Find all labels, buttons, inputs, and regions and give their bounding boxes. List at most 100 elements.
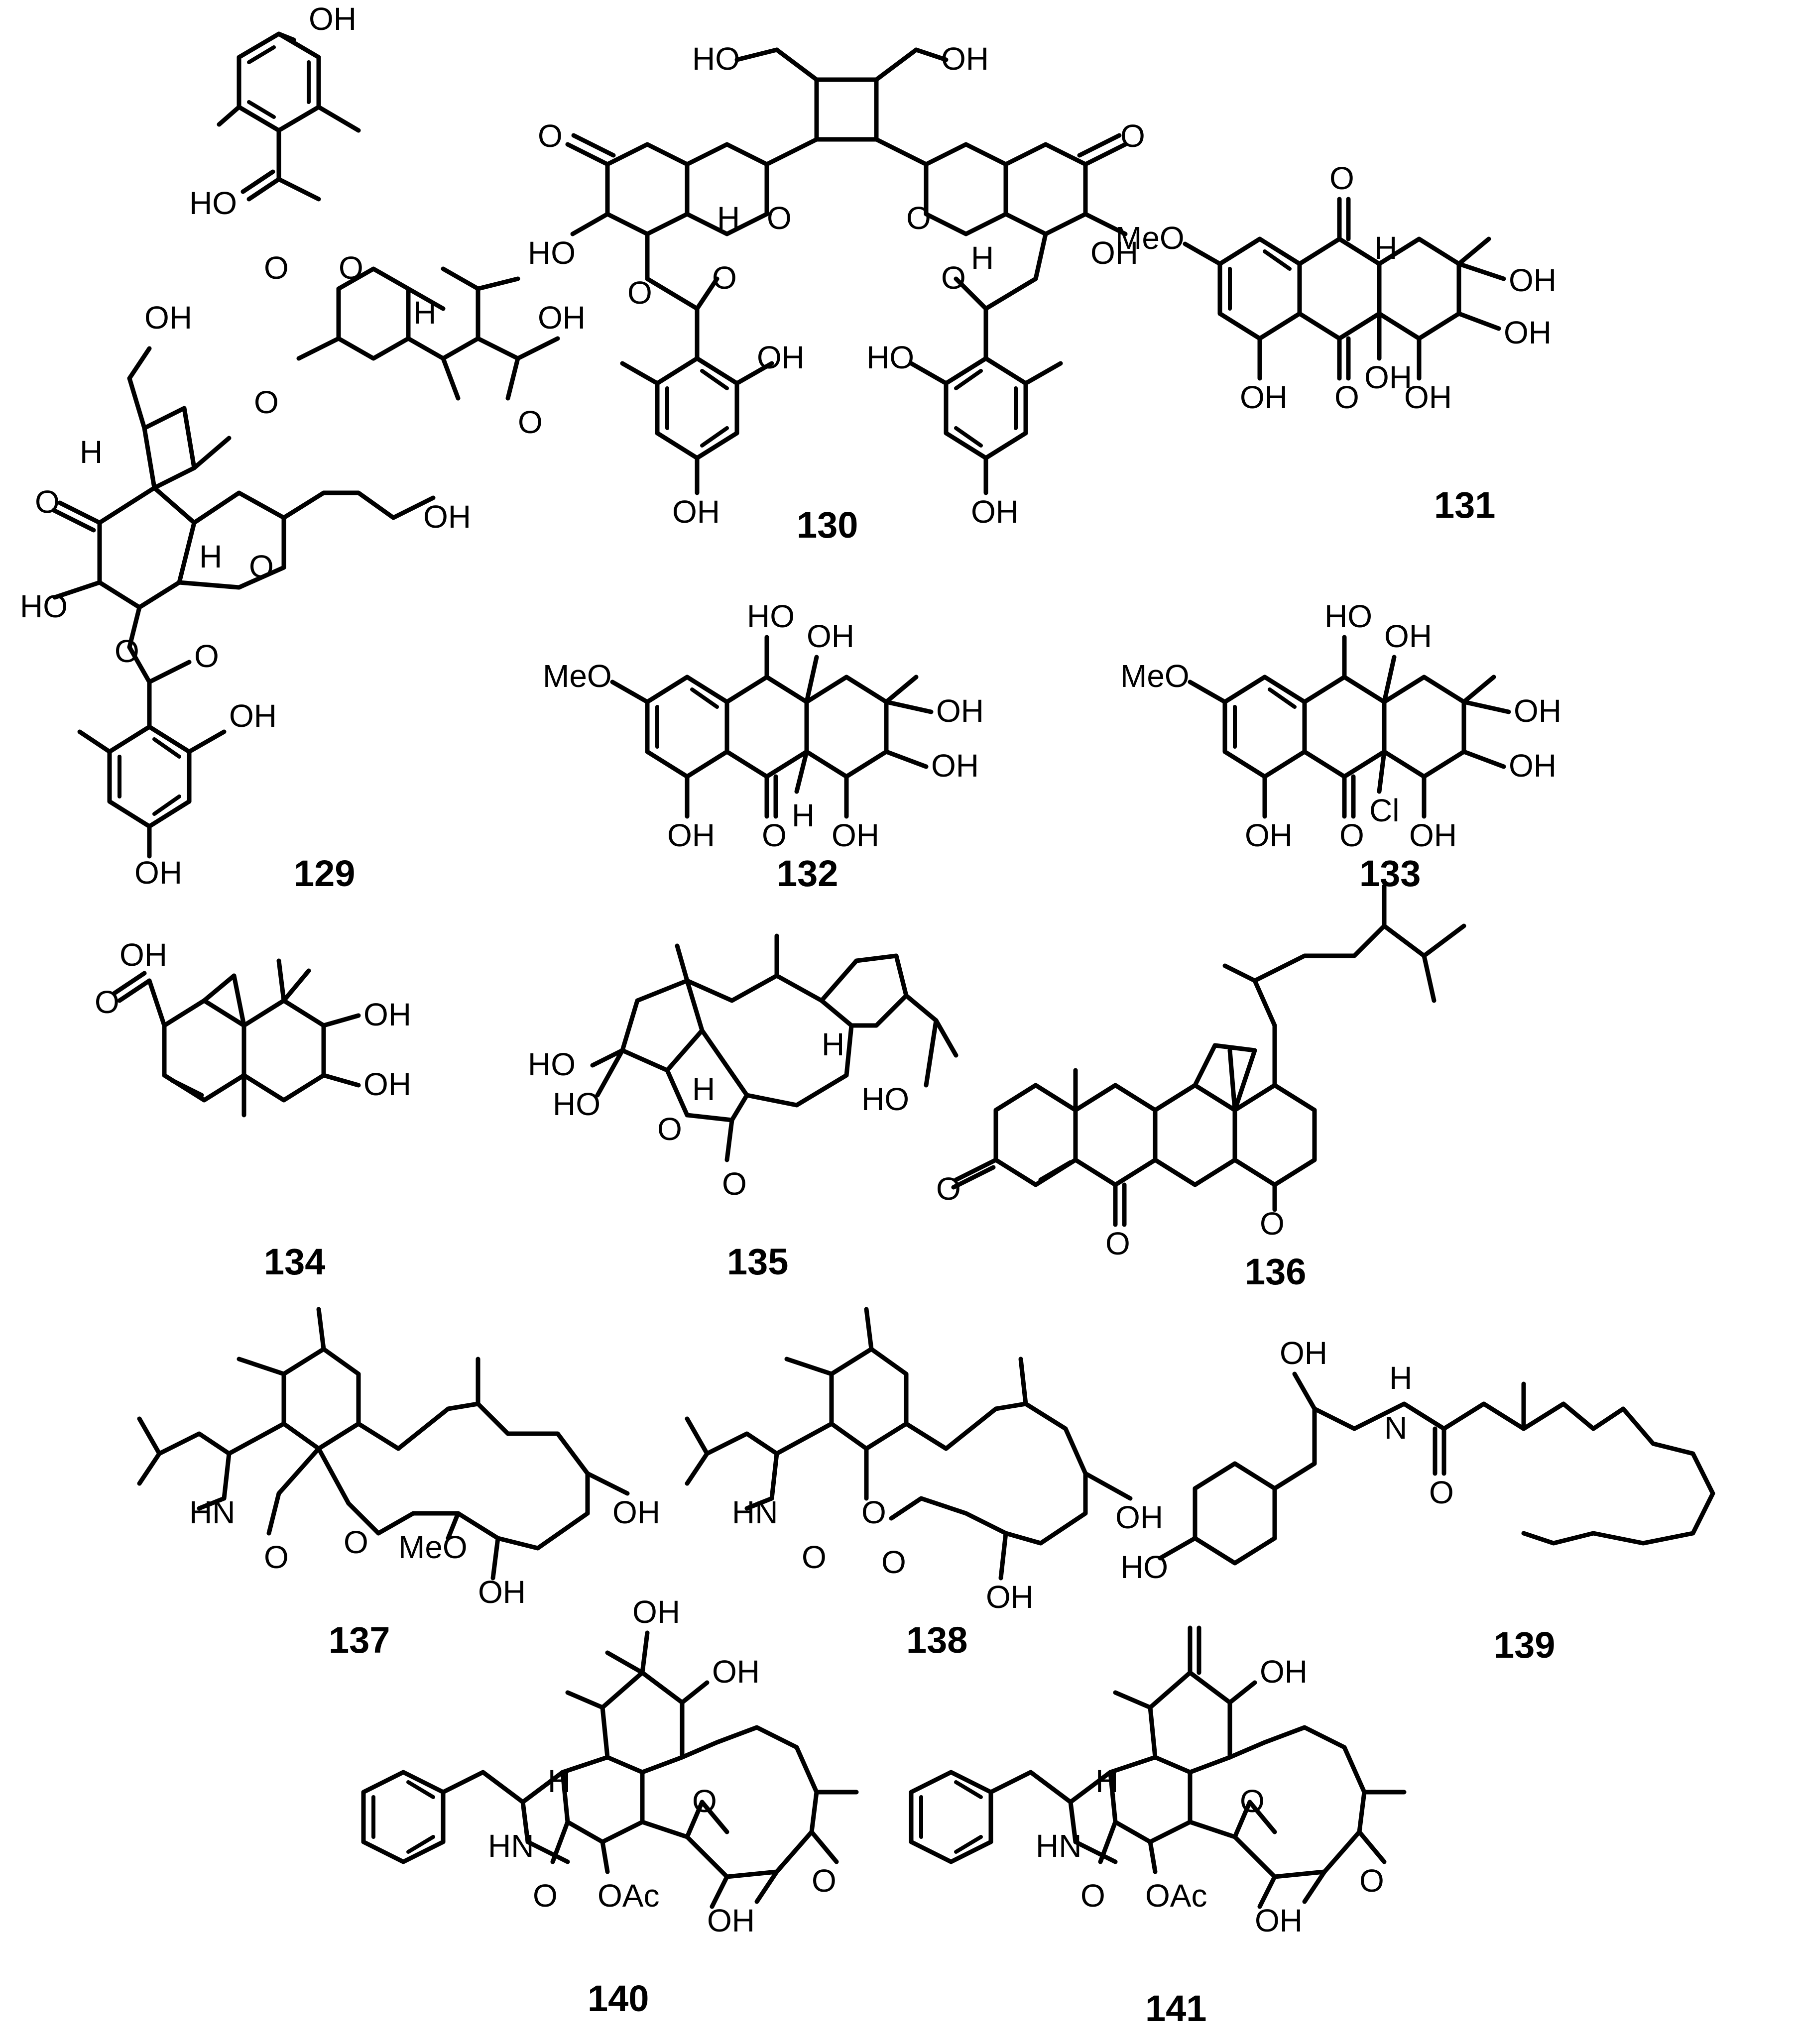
label: HO xyxy=(747,598,795,634)
label: O xyxy=(1339,817,1364,853)
label: O xyxy=(722,1166,747,1202)
label: H xyxy=(1389,1360,1412,1396)
compound-number: 139 xyxy=(1494,1624,1555,1666)
label: OH xyxy=(1504,315,1552,350)
label: Cl xyxy=(1369,793,1399,828)
label: O xyxy=(254,384,279,420)
compound-133: HO OH MeO OH OH OH O Cl OH 133 xyxy=(1120,598,1561,894)
compound-129: OH HO O O O OH O OH H OH O H O HO H O O … xyxy=(20,1,586,894)
label: OH xyxy=(931,748,979,784)
label: N xyxy=(1384,1410,1407,1446)
label: OH xyxy=(538,300,586,336)
compound-134: OH O OH OH 134 xyxy=(95,937,411,1282)
label: OH xyxy=(363,1066,411,1102)
compound-131: O H MeO OH OH OH O OH OH 131 xyxy=(1115,160,1557,526)
label: OH xyxy=(941,41,989,77)
label: O xyxy=(1240,1783,1265,1819)
compound-number: 141 xyxy=(1145,1988,1206,2029)
label: MeO xyxy=(1120,658,1190,694)
label: OH xyxy=(1364,359,1412,395)
label: OH xyxy=(1115,1499,1163,1535)
label: O xyxy=(627,275,652,311)
compound-number: 138 xyxy=(906,1619,967,1661)
label: OH xyxy=(1255,1903,1303,1938)
label: OH xyxy=(478,1574,526,1610)
label: H xyxy=(80,434,103,470)
compound-number: 136 xyxy=(1245,1251,1306,1292)
label: O xyxy=(657,1111,682,1147)
label: O xyxy=(35,484,60,520)
label: O xyxy=(194,638,219,674)
compound-number: 133 xyxy=(1359,853,1421,894)
compound-137: HN O O MeO OH OH 137 xyxy=(137,1307,660,1661)
label: OH xyxy=(712,1654,760,1690)
label: HO xyxy=(528,1046,576,1082)
label: H xyxy=(792,797,815,833)
label: HO xyxy=(553,1086,600,1122)
label: OH xyxy=(667,817,715,853)
label: OH xyxy=(1260,1654,1308,1690)
label: MeO xyxy=(398,1529,468,1565)
label: OH xyxy=(1090,235,1138,271)
label: OH xyxy=(1409,817,1457,853)
label: H xyxy=(548,1763,571,1799)
compound-number: 140 xyxy=(588,1978,649,2019)
label: O xyxy=(1334,379,1359,415)
compound-number: 132 xyxy=(777,853,838,894)
label: O xyxy=(881,1544,906,1580)
label: OH xyxy=(807,618,854,654)
compound-number: 131 xyxy=(1434,484,1495,526)
label: O xyxy=(861,1494,886,1530)
compound-number: 135 xyxy=(727,1241,788,1282)
label: OH xyxy=(832,817,879,853)
label: O xyxy=(1105,1226,1130,1261)
label: OH xyxy=(757,340,805,375)
label: OH xyxy=(1240,379,1288,415)
label: OH xyxy=(229,698,277,734)
label: HO xyxy=(861,1081,909,1117)
label: HN xyxy=(488,1828,534,1864)
label: OH xyxy=(672,494,720,530)
label: O xyxy=(344,1524,368,1560)
label: O xyxy=(936,1171,961,1207)
label: O xyxy=(1080,1878,1105,1914)
compound-132: HO OH MeO OH OH OH O H OH 132 xyxy=(543,598,984,894)
label: O xyxy=(802,1539,827,1575)
label: OH xyxy=(1509,748,1557,784)
compound-number: 129 xyxy=(294,853,355,894)
label: HO xyxy=(692,41,740,77)
label: O xyxy=(906,200,931,236)
label: O xyxy=(518,404,543,440)
label: OH xyxy=(309,1,357,37)
label: HO xyxy=(1120,1549,1168,1585)
label: OH xyxy=(971,494,1019,530)
label: OH xyxy=(120,937,167,973)
label: H xyxy=(1374,230,1397,266)
label: O xyxy=(95,984,120,1020)
label: O xyxy=(1120,118,1145,154)
label: HN xyxy=(1036,1828,1081,1864)
label: O xyxy=(712,260,737,296)
label: OH xyxy=(1245,817,1293,853)
compound-139: OH H N O HO 139 xyxy=(1120,1335,1715,1666)
label: O xyxy=(692,1783,717,1819)
label: MeO xyxy=(1115,220,1185,256)
compound-135: HO H HO H O O HO 135 xyxy=(528,933,958,1282)
compound-136: O O O 136 xyxy=(936,884,1466,1292)
label: O xyxy=(1260,1206,1285,1242)
label: O xyxy=(115,633,139,669)
label: O xyxy=(264,1539,289,1575)
compound-140: OH OH H HN O O OAc OH O 140 xyxy=(361,1594,859,2019)
compound-141: OH H HN O O OAc OH O 141 xyxy=(909,1625,1407,2029)
label: O xyxy=(762,817,787,853)
label: O xyxy=(249,549,274,584)
label: OH xyxy=(936,693,984,729)
label: H xyxy=(971,240,994,276)
label: O xyxy=(1429,1475,1454,1510)
label: H xyxy=(1095,1763,1118,1799)
label: OH xyxy=(363,997,411,1032)
label: OH xyxy=(632,1594,680,1630)
label: OH xyxy=(1514,693,1561,729)
label: O xyxy=(339,250,363,286)
label: O xyxy=(538,118,563,154)
